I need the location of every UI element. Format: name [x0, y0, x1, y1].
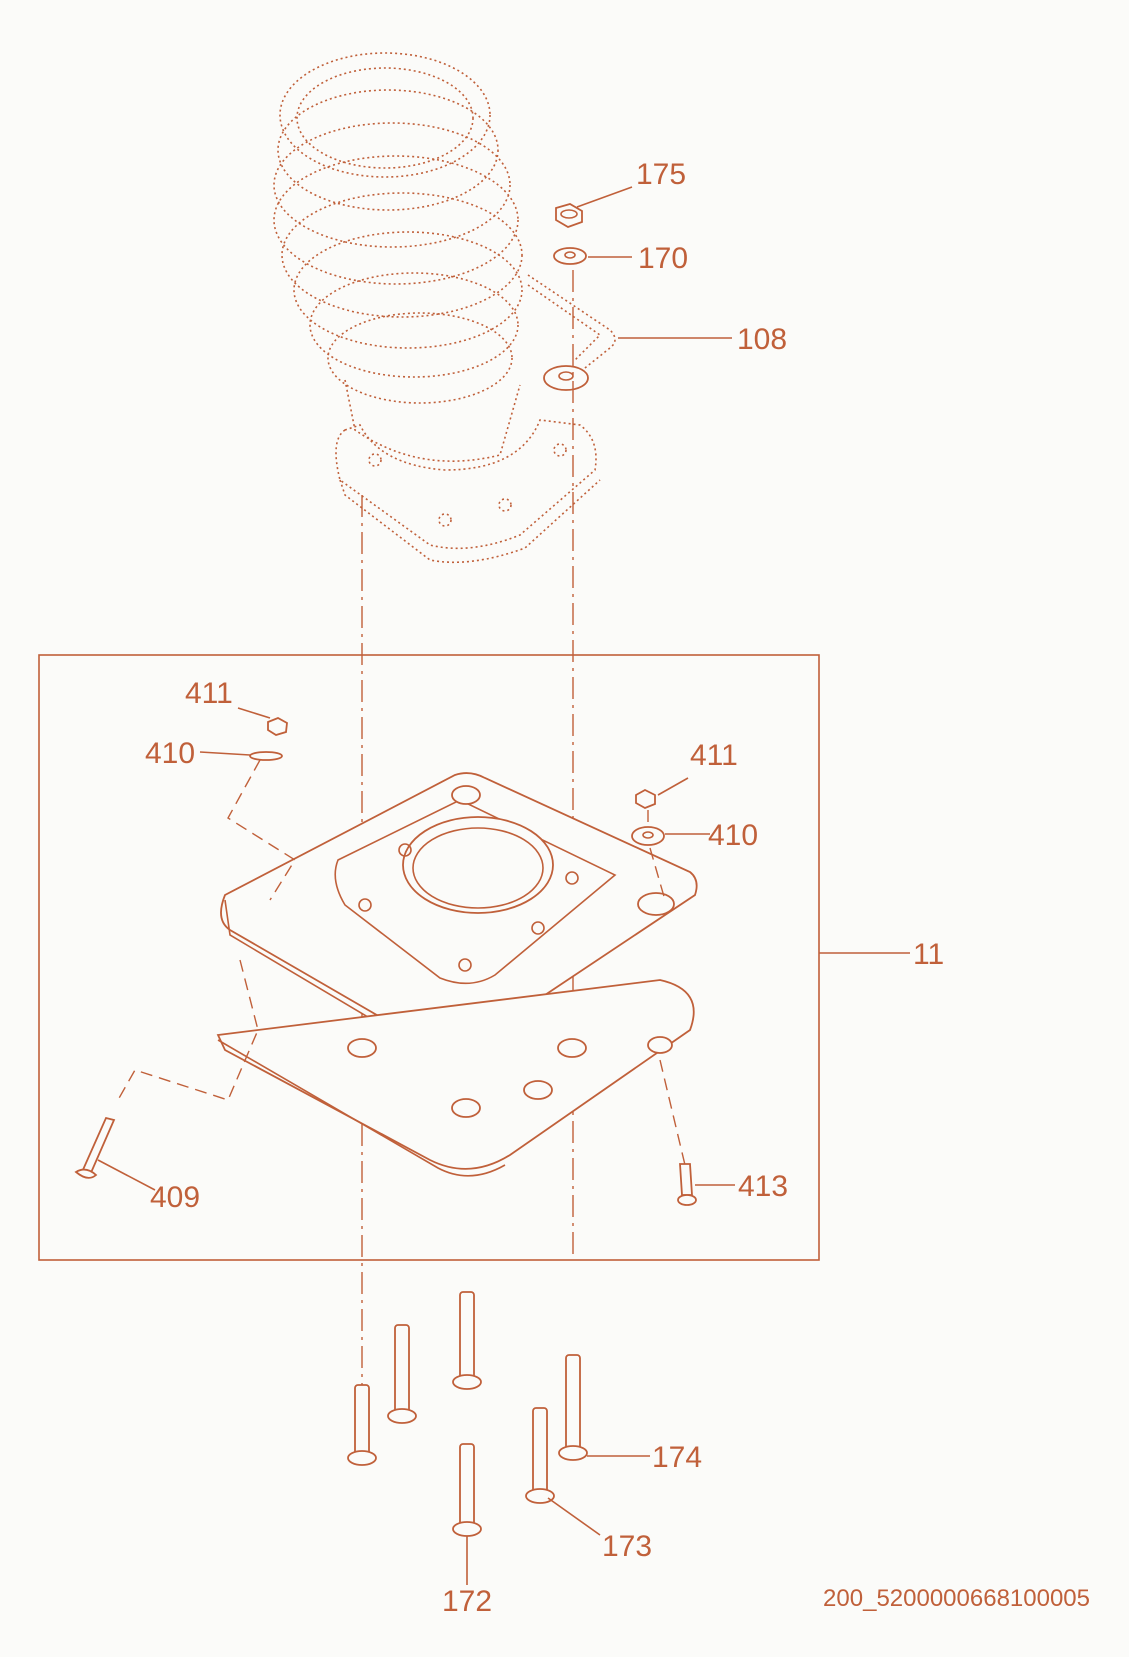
callout-409: 409 [150, 1181, 200, 1214]
bolt-lower-1-part [347, 1384, 377, 1466]
assembly-path-left-upper [227, 759, 296, 901]
bolt-172-part [452, 1443, 482, 1537]
assembly-path-right [647, 810, 686, 1166]
bolt-lower-2-part [387, 1324, 417, 1424]
callout-170: 170 [638, 242, 688, 275]
bolt-413-part [677, 1163, 697, 1206]
assembly-path-left-lower [117, 959, 259, 1101]
callout-11: 11 [913, 938, 944, 971]
callout-410-left: 410 [145, 737, 195, 770]
callout-410-right: 410 [708, 819, 758, 852]
washer-part [553, 247, 587, 265]
washer-left-part [249, 751, 283, 761]
bolt-174-part [558, 1354, 588, 1461]
callout-411-right: 411 [690, 739, 738, 772]
washer-right-part [631, 826, 665, 846]
callout-173: 173 [602, 1530, 652, 1563]
leader-lines [97, 186, 910, 1585]
bracket-part [527, 274, 616, 391]
assembly-frame [38, 654, 820, 1261]
lower-plate-part [216, 979, 695, 1177]
callout-172: 172 [442, 1585, 492, 1618]
nut-part [555, 203, 583, 228]
callout-108: 108 [737, 323, 787, 356]
nut-right-part [635, 788, 656, 809]
bolt-409-part [74, 1116, 116, 1179]
bellows-housing-part [273, 52, 601, 564]
callout-411-left: 411 [185, 677, 233, 710]
upper-plate-part [220, 772, 698, 1050]
drawing-number: 200_5200000668100005 [823, 1585, 1090, 1612]
nut-left-part [267, 717, 288, 736]
callout-175: 175 [636, 158, 686, 191]
bolt-lower-3-part [452, 1291, 482, 1390]
callout-413: 413 [738, 1170, 788, 1203]
bolt-173-part [525, 1407, 555, 1504]
callout-174: 174 [652, 1441, 702, 1474]
